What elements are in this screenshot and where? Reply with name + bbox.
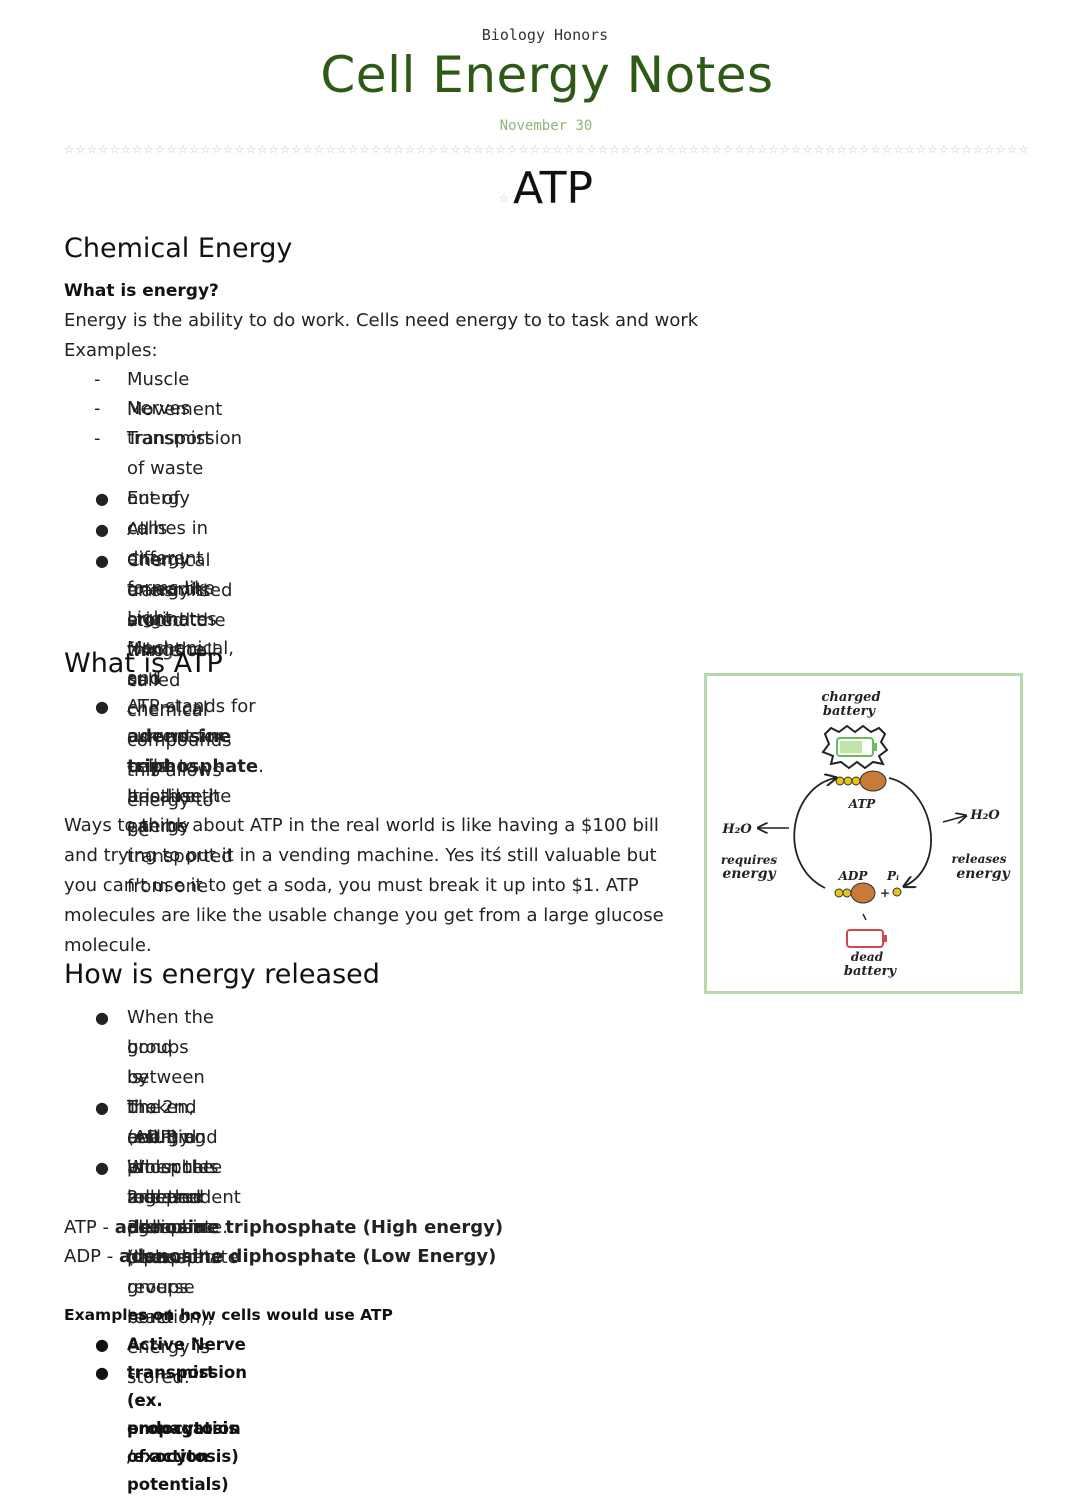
releases-label-2: energy (956, 866, 1010, 882)
date-label: November 30 (499, 118, 593, 134)
atp-full-name: adenosine triphosphate (127, 726, 259, 777)
pi-label: Pᵢ (886, 869, 899, 883)
charged-battery-label-2: battery (823, 704, 877, 719)
charged-battery-icon (821, 724, 889, 770)
examples-label: Examples: (64, 340, 158, 361)
releases-label-1: releases (951, 852, 1006, 866)
star-divider: ☆☆☆☆☆☆☆☆☆☆☆☆☆☆☆☆☆☆☆☆☆☆☆☆☆☆☆☆☆☆☆☆☆☆☆☆☆☆☆☆… (64, 142, 1028, 156)
chemical-energy-heading: Chemical Energy (64, 233, 293, 264)
requires-label-1: requires (721, 853, 778, 867)
atp-molecule-icon (835, 770, 887, 792)
h2o-left-label: H₂O (721, 822, 752, 837)
dead-battery-icon (846, 929, 887, 948)
dead-battery-label-1: dead (851, 950, 884, 964)
adp-molecule-icon (834, 882, 876, 904)
section-title: ATP (513, 163, 594, 214)
energy-definition: Energy is the ability to do work. Cells … (64, 310, 699, 331)
subject-label: Biology Honors (481, 26, 609, 44)
adp-label: ADP (838, 869, 869, 883)
energy-released-heading: How is energy released (64, 959, 380, 990)
atp-cycle-svg: charged battery ATP H₂O H₂O requires ene… (721, 690, 1011, 979)
h2o-right-label: H₂O (969, 808, 1000, 823)
atp-definition: ATP - adenosine triphosphate (High energ… (64, 1217, 504, 1238)
page-title: Cell Energy Notes (320, 46, 774, 104)
atp-analogy-paragraph: Ways to think about ATP in the real worl… (64, 815, 664, 956)
small-arrow-mark (862, 913, 867, 921)
energy-bullets: ●Energy comes in different forms like Li… (95, 488, 234, 841)
release-bullets: ●When the bond between the 2nd and 3rd p… (95, 1007, 241, 1388)
energy-question: What is energy? (64, 281, 219, 301)
examples-list: -Muscle Movement -Nerves transmission -T… (94, 369, 242, 539)
what-is-atp-heading: What is ATP (64, 648, 223, 679)
usage-heading: Examples on how cells would use ATP (64, 1306, 393, 1324)
phosphate-icon (892, 887, 902, 897)
usage-bullets: ●Active Nerve transmission (ex. propagat… (95, 1335, 247, 1494)
atp-cycle-diagram: charged battery ATP H₂O H₂O requires ene… (704, 673, 1023, 994)
atp-label: ATP (848, 797, 877, 811)
plus-sign: + (880, 886, 890, 900)
charged-battery-label-1: charged (821, 690, 880, 705)
dead-battery-label-2: battery (844, 964, 898, 979)
atp-bullet: ●ATP stands for adenosine triphosphate. … (95, 696, 264, 897)
cycle-arrow-left (793, 778, 835, 889)
adp-definition: ADP - adenosine diphosphate (Low Energy) (64, 1246, 497, 1267)
section-star-icon: ☆ (499, 192, 509, 205)
requires-label-2: energy (722, 866, 776, 882)
cycle-arrow-right (888, 777, 932, 886)
water-arrow-right (942, 816, 965, 822)
